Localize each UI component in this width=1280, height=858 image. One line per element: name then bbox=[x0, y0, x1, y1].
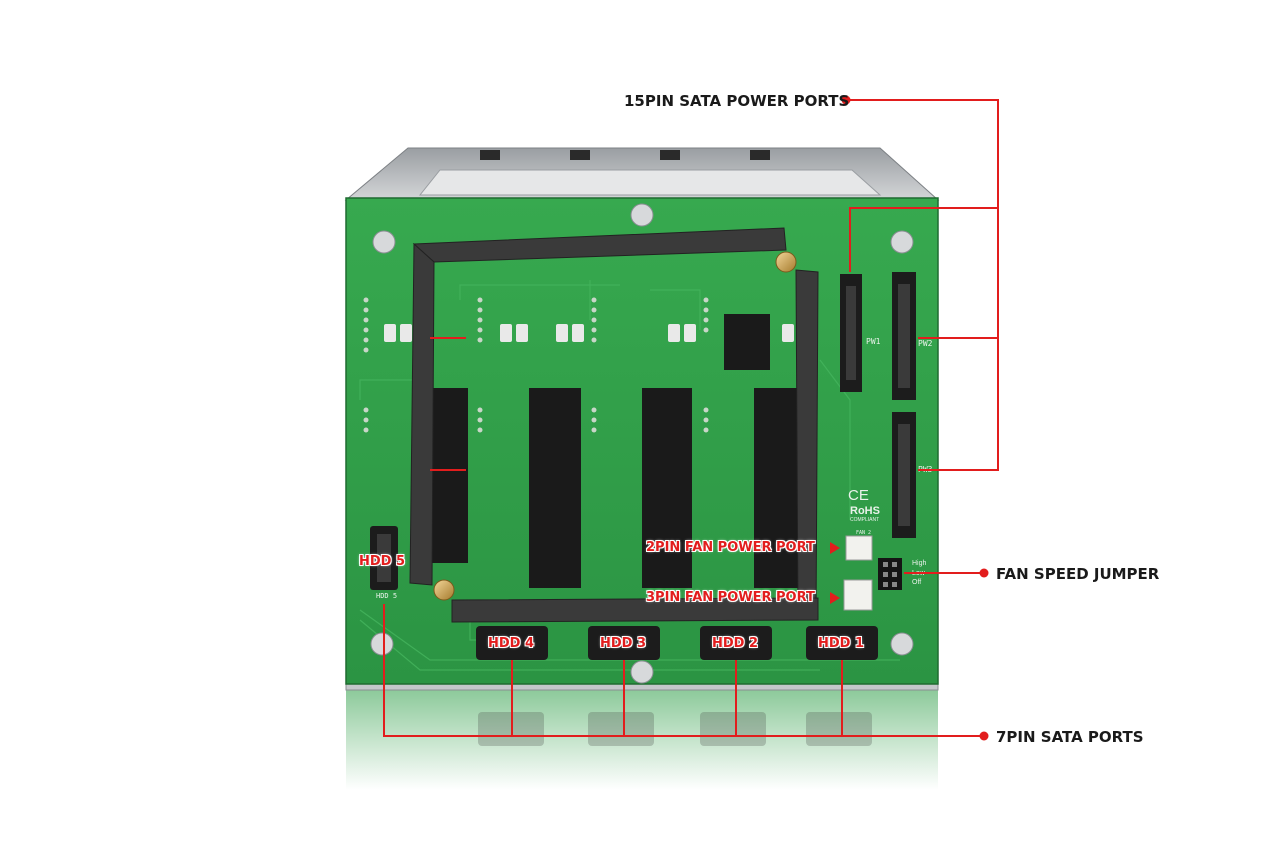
leader-lines bbox=[383, 99, 999, 737]
hdd1-label: HDD 1 bbox=[817, 636, 865, 651]
silk-pw2: PW2 bbox=[918, 339, 933, 348]
floor-reflection bbox=[346, 690, 938, 790]
sata-leader-main bbox=[383, 604, 984, 737]
power-leader-main bbox=[846, 99, 999, 471]
silk-pw1: PW1 bbox=[866, 337, 881, 346]
airflow-slot bbox=[724, 314, 770, 370]
mounting-screws bbox=[370, 203, 914, 684]
airflow-slot bbox=[754, 388, 804, 588]
rohs-compliant: COMPLIANT bbox=[850, 517, 879, 523]
jumper-leader-dot bbox=[979, 568, 989, 578]
fan3-arrow-icon bbox=[830, 592, 840, 604]
fan-headers bbox=[843, 535, 902, 611]
chassis-top bbox=[344, 147, 940, 201]
jumper-high: High bbox=[912, 560, 927, 567]
hdd3-label: HDD 3 bbox=[599, 636, 647, 651]
ce-mark: CE bbox=[848, 487, 869, 504]
airflow-slot bbox=[529, 388, 581, 588]
foam-gasket bbox=[409, 227, 819, 623]
sata-power-connectors bbox=[840, 272, 916, 538]
sata-leader-dot bbox=[979, 731, 989, 741]
silk-fan2: FAN 2 bbox=[856, 530, 871, 536]
fan2-arrow-icon bbox=[830, 542, 840, 554]
hdd2-label: HDD 2 bbox=[711, 636, 759, 651]
silk-hdd5: HDD 5 bbox=[376, 592, 397, 600]
fan-jumper-label: FAN SPEED JUMPER bbox=[996, 565, 1160, 583]
airflow-slot bbox=[642, 388, 692, 588]
power-leader-pw1 bbox=[849, 207, 998, 272]
fan-3pin-label: 3PIN FAN POWER PORT bbox=[646, 590, 815, 605]
rohs-mark: RoHS bbox=[850, 505, 880, 517]
power-leader-dot bbox=[841, 95, 851, 105]
fan-2pin-label: 2PIN FAN POWER PORT bbox=[646, 540, 815, 555]
sata-ports-label: 7PIN SATA PORTS bbox=[996, 728, 1144, 746]
sata-data-connectors bbox=[476, 626, 878, 660]
airflow-slot bbox=[428, 388, 468, 563]
jumper-off: Off bbox=[912, 579, 921, 586]
hdd5-sata-connector bbox=[370, 526, 398, 590]
backplane-pcb: PW1 PW2 PW3 CE RoHS COMPLIANT High Low O… bbox=[345, 197, 939, 685]
hdd5-label: HDD 5 bbox=[358, 554, 406, 569]
hdd4-label: HDD 4 bbox=[487, 636, 535, 651]
power-ports-label: 15PIN SATA POWER PORTS bbox=[624, 92, 850, 110]
